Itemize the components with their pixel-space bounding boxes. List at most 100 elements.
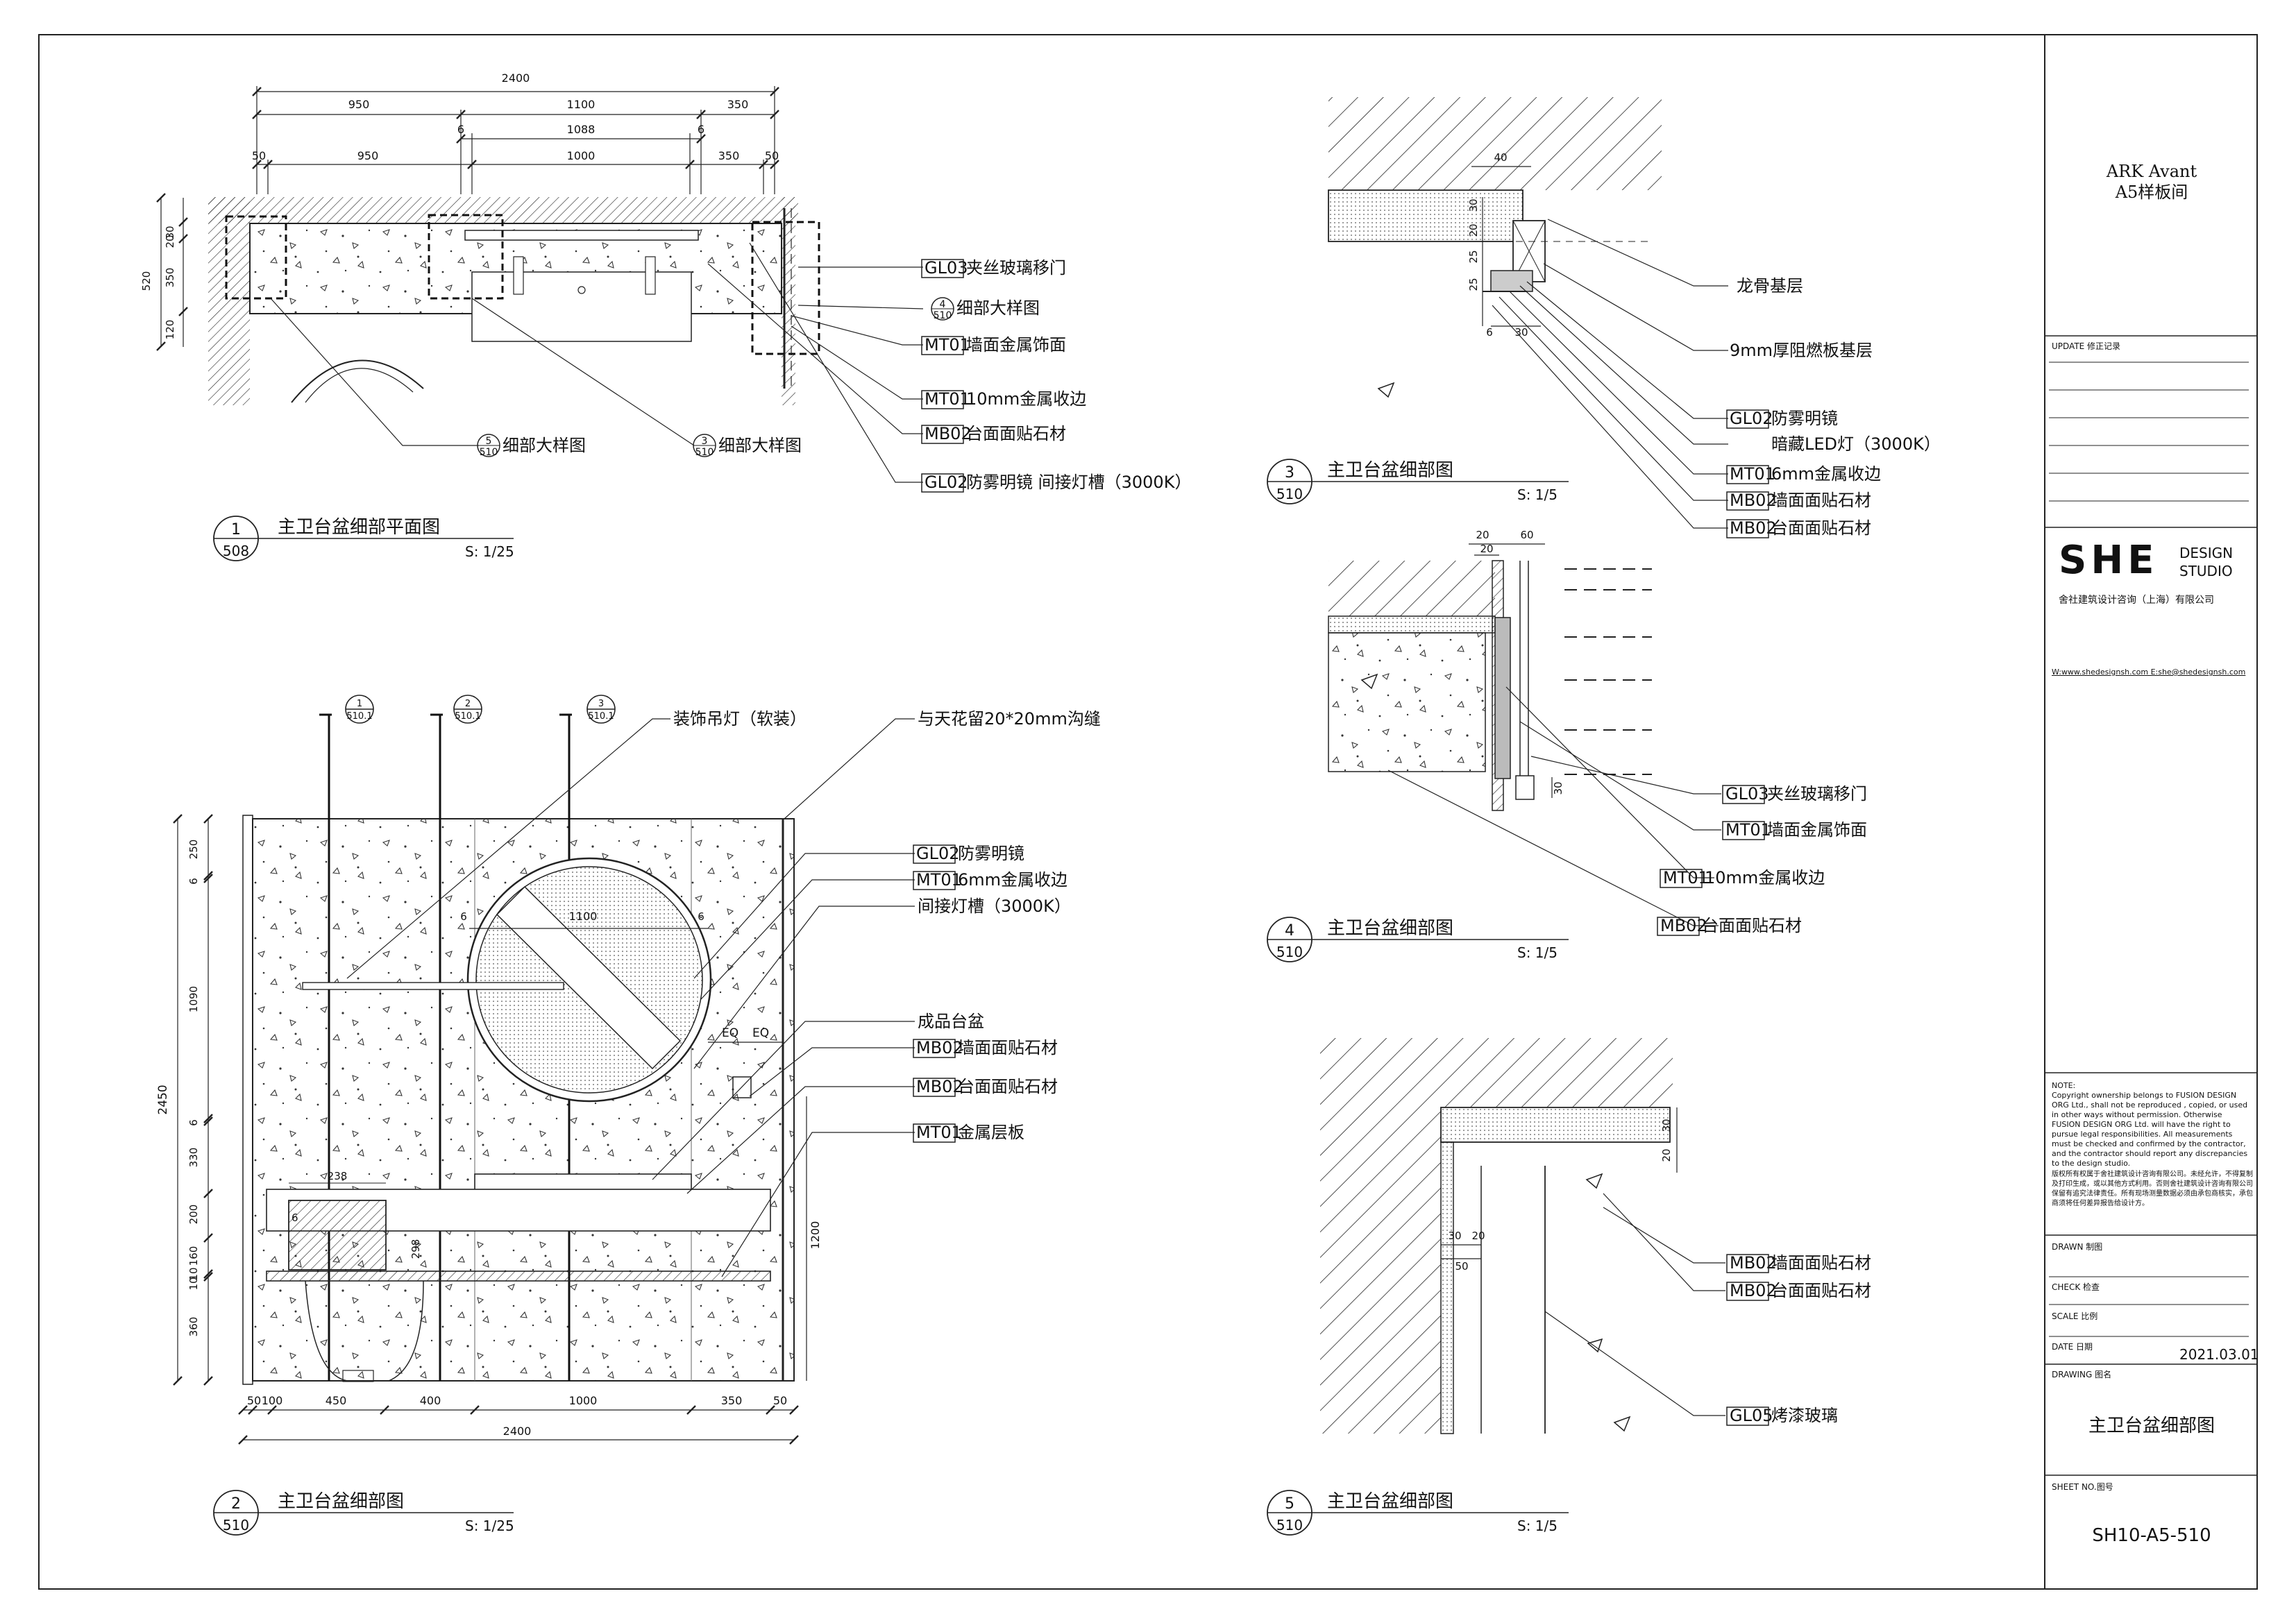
plan-dim: 6 [698, 123, 704, 136]
elev-dim: 160 [187, 1246, 200, 1266]
elev-dim: 400 [420, 1394, 441, 1407]
elev-dim: 6 [292, 1212, 298, 1224]
plan-dim: 20 [164, 235, 176, 248]
detail-3: 40 30 20 25 25 30 6 龙骨基层 9mm厚阻燃板基层 GL02 … [1267, 97, 1941, 538]
detail-4: 20 60 20 30 GL03 夹丝玻璃移门 MT01 墙面金属饰面 MT01… [1267, 529, 1867, 962]
sheet-number: SH10-A5-510 [2092, 1525, 2211, 1546]
elev-label: 与天花留20*20mm沟缝 [918, 709, 1101, 729]
check-label: CHECK 检查 [2052, 1282, 2100, 1292]
elev-dim: EQ [752, 1026, 769, 1040]
view-title: 主卫台盆细部图 [278, 1491, 404, 1512]
detail-label: 台面面贴石材 [1771, 1281, 1871, 1300]
note-chinese: 版权所有权属于舍社建筑设计咨询有限公司。未经允许，不得复制及打印生成，或以其他方… [2052, 1171, 2253, 1207]
elev-dim: EQ [722, 1026, 738, 1040]
view-ref: 510 [1276, 944, 1303, 960]
detail-symbol-ref: 510 [480, 447, 498, 458]
elev-label: 6mm金属收边 [958, 870, 1067, 890]
elev-label-code: GL02 [916, 844, 960, 863]
plan-dim: 120 [164, 320, 176, 340]
plan-dim-total: 2400 [502, 71, 530, 85]
detail-dim: 20 [1480, 543, 1493, 555]
plan-dim: 6 [457, 123, 464, 136]
elev-label: 防雾明镜 [958, 844, 1024, 863]
elev-dim: 250 [187, 840, 200, 860]
elev-label-code: MT01 [916, 1123, 962, 1142]
view-ref: 510 [1276, 486, 1303, 502]
detail-label-code: MB02 [1660, 916, 1707, 935]
logo-line-2: STUDIO [2179, 563, 2233, 579]
elev-dim: 100 [262, 1394, 283, 1407]
view-ref: 510 [1276, 1517, 1303, 1533]
elev-dim: 238 [328, 1170, 348, 1182]
elev-dim: 298 [410, 1239, 422, 1259]
title-block-frame [2045, 335, 2257, 1476]
detail-label: 10mm金属收边 [1705, 868, 1825, 887]
detail-label: 龙骨基层 [1737, 276, 1803, 296]
detail-dim: 50 [1455, 1260, 1468, 1273]
elev-dim: 10 [187, 1277, 200, 1290]
plan-label-code: MT01 [925, 335, 970, 355]
elev-dim: 330 [187, 1148, 200, 1168]
elev-dim: 1200 [809, 1221, 822, 1250]
detail-dim: 30 [1467, 198, 1480, 212]
detail-dim: 40 [1494, 151, 1507, 164]
detail-label-code: GL03 [1725, 784, 1769, 804]
detail-label: 夹丝玻璃移门 [1767, 784, 1867, 804]
detail-label: 墙面金属饰面 [1767, 820, 1867, 840]
elev-label: 成品台盆 [918, 1012, 984, 1031]
detail-label-code: MB02 [1730, 491, 1777, 510]
plan-label: 细部大样图 [956, 298, 1040, 318]
elev-dim: 200 [187, 1205, 200, 1225]
detail-label-code: GL05 [1730, 1406, 1773, 1425]
project-line-2: A5样板间 [2115, 182, 2188, 202]
view-title: 主卫台盆细部图 [1327, 918, 1453, 939]
detail-dim: 25 [1467, 278, 1480, 291]
plan-label: 墙面金属饰面 [966, 335, 1066, 355]
detail-label: 台面面贴石材 [1702, 916, 1802, 935]
view-number: 1 [231, 521, 241, 538]
plan-dim: 1000 [567, 149, 596, 162]
elev-dim: 360 [187, 1317, 200, 1337]
view-title: 主卫台盆细部平面图 [278, 517, 440, 538]
detail-symbol-num: 5 [486, 436, 492, 447]
plan-dim: 350 [727, 98, 749, 111]
detail-label: 防雾明镜 [1771, 409, 1838, 428]
view-number: 2 [231, 1495, 241, 1513]
detail-label: 墙面面贴石材 [1771, 491, 1871, 510]
elevation-view: 1100 6 6 EQ EQ 238 6 298 1200 [156, 695, 1101, 1536]
plan-label: 防雾明镜 间接灯槽（3000K） [966, 473, 1191, 492]
plan-view: 2400 950 1100 350 6 1088 6 50 950 1000 3… [140, 71, 1191, 561]
elev-dim: 1100 [569, 910, 598, 923]
project-line-1: ARK Avant [2106, 162, 2197, 181]
elev-dim: 450 [326, 1394, 347, 1407]
detail-dim: 20 [1660, 1148, 1673, 1162]
view-ref: 510 [223, 1517, 249, 1533]
note-label: NOTE: [2052, 1081, 2076, 1090]
view-ref: 508 [223, 543, 249, 559]
detail-label-code: MB02 [1730, 1281, 1777, 1300]
studio-name: DESIGN STUDIO [2179, 544, 2233, 580]
elev-dim-total: 2400 [503, 1425, 532, 1438]
detail-label-code: MT01 [1725, 820, 1771, 840]
plan-dim: 1088 [567, 123, 596, 136]
elev-label-code: MB02 [916, 1077, 963, 1096]
section-mark-ref: 510.1 [455, 711, 480, 722]
detail-label: 烤漆玻璃 [1771, 1406, 1838, 1425]
project-name: ARK Avant A5样板间 [2054, 161, 2249, 203]
detail-label-code: MT01 [1730, 464, 1775, 484]
elev-dim-total: 2450 [156, 1085, 170, 1114]
detail-dim: 30 [1552, 781, 1564, 794]
detail-label-code: MB02 [1730, 518, 1777, 538]
elev-dim: 50 [247, 1394, 261, 1407]
elev-dim: 50 [773, 1394, 787, 1407]
plan-dim: 50 [252, 149, 266, 162]
contact-links[interactable]: W:www.shedesignsh.com E:she@shedesignsh.… [2052, 668, 2246, 677]
elev-label: 装饰吊灯（软装） [673, 709, 807, 729]
detail-dim: 30 [1660, 1119, 1673, 1132]
plan-dim: 950 [348, 98, 370, 111]
detail-dim: 30 [1448, 1230, 1461, 1242]
copyright-note: NOTE: Copyright ownership belongs to FUS… [2052, 1081, 2253, 1209]
studio-logo: SHE [2059, 538, 2159, 583]
detail-dim: 20 [1476, 529, 1489, 541]
scale-label: SCALE 比例 [2052, 1311, 2098, 1321]
